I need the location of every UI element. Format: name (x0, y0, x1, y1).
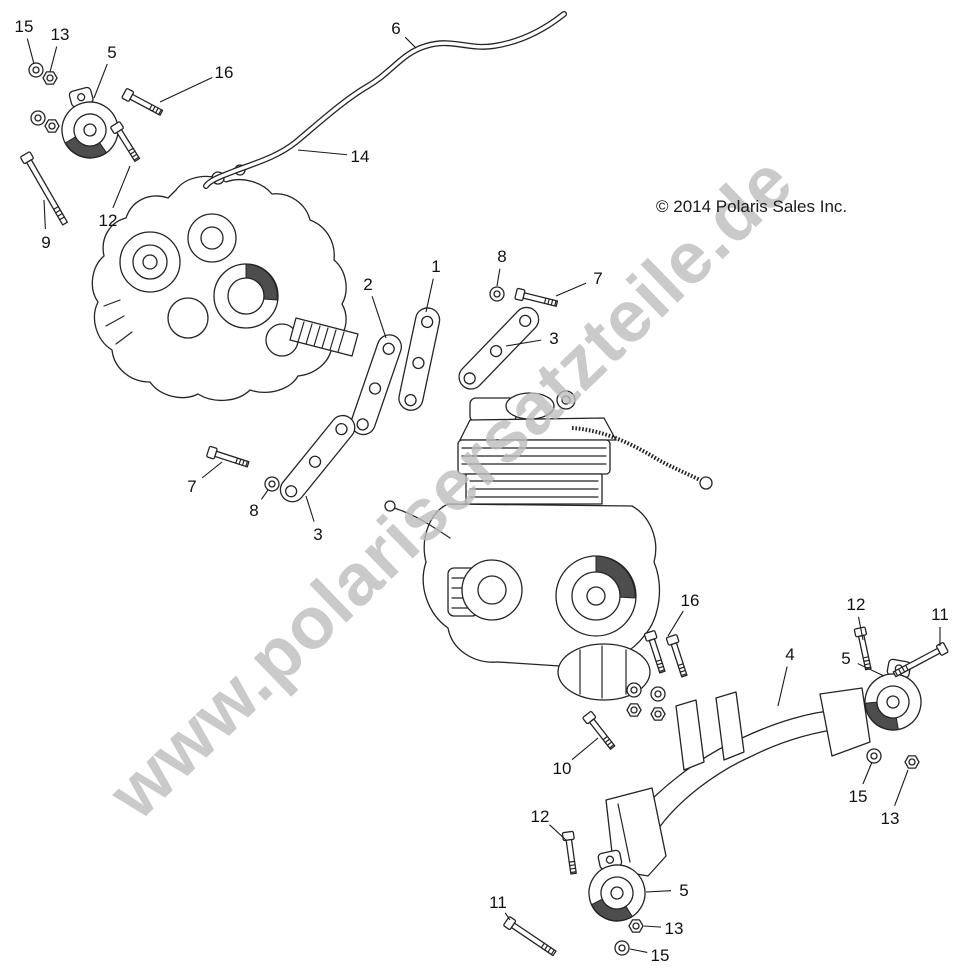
callout-leader-13 (894, 769, 909, 807)
washer (650, 686, 666, 702)
plate-1 (396, 305, 443, 414)
callout-label-12: 12 (531, 807, 550, 826)
callout-leader-14 (297, 149, 348, 156)
callout-leader-2 (371, 296, 387, 339)
washer-15 (30, 110, 46, 126)
callout-label-15: 15 (15, 17, 34, 36)
plate-2 (347, 330, 406, 439)
bolt-12 (853, 626, 875, 671)
callout-leader-12 (112, 165, 131, 209)
copyright-text: © 2014 Polaris Sales Inc. (656, 197, 847, 216)
washer-15 (614, 940, 630, 956)
callout-leader-9 (43, 199, 46, 230)
callout-leader-3 (505, 339, 542, 347)
callout-label-7: 7 (593, 269, 602, 288)
callout-label-13: 13 (665, 919, 684, 938)
callout-label-8: 8 (249, 501, 258, 520)
callout-leader-12 (857, 616, 864, 641)
washer-8 (264, 476, 280, 492)
bolt-11 (502, 915, 559, 959)
callout-label-12: 12 (847, 595, 866, 614)
callout-leader-13 (643, 925, 662, 928)
callout-label-5: 5 (107, 43, 116, 62)
callout-label-15: 15 (849, 787, 868, 806)
nut-13 (904, 755, 920, 769)
callout-label-11: 11 (931, 605, 949, 624)
callout-leader-4 (777, 666, 788, 707)
callout-leader-10 (571, 737, 599, 761)
bolt-10 (581, 710, 618, 752)
nut-13 (628, 919, 644, 933)
engine-art (384, 390, 713, 701)
callout-leader-6 (404, 36, 417, 49)
callout-label-6: 6 (391, 19, 400, 38)
callout-label-14: 14 (351, 147, 370, 166)
callout-leader-5 (93, 63, 108, 99)
callout-label-13: 13 (51, 25, 70, 44)
callout-leader-5 (645, 890, 672, 893)
callout-leader-15 (862, 761, 873, 785)
callout-leader-16 (667, 610, 684, 637)
callout-label-3: 3 (549, 329, 558, 348)
callout-leader-7 (201, 461, 223, 479)
washer-8 (489, 286, 505, 302)
callout-leader-12 (549, 824, 567, 841)
transmission-art (91, 164, 359, 401)
callout-label-1: 1 (431, 257, 440, 276)
callout-label-2: 2 (363, 275, 372, 294)
callout-leader-15 (26, 38, 35, 65)
callout-label-3: 3 (313, 525, 322, 544)
callout-leader-13 (49, 46, 58, 73)
callout-label-5: 5 (679, 881, 688, 900)
callout-leader-8 (261, 489, 269, 500)
bolt-7 (514, 287, 559, 310)
bolt-12 (561, 830, 580, 876)
callout-label-11: 11 (489, 893, 507, 912)
callout-leader-16 (159, 77, 213, 103)
engine-mount-bracket-art (605, 687, 871, 877)
mount-5 (51, 81, 125, 165)
callout-label-16: 16 (215, 63, 234, 82)
callout-label-9: 9 (41, 233, 50, 252)
bolt-16 (665, 633, 691, 679)
callout-label-5: 5 (841, 649, 850, 668)
callout-label-10: 10 (553, 759, 572, 778)
callout-leader-15 (629, 948, 648, 953)
callout-leader-7 (555, 282, 587, 297)
washer (626, 682, 642, 698)
callout-leader-1 (425, 278, 434, 313)
washer-15 (866, 748, 882, 764)
callout-label-7: 7 (187, 477, 196, 496)
callout-leader-5 (857, 663, 885, 677)
callout-layer: 15 13 5 16 6 14 12 9 2 1 8 7 3 7 8 3 16 12 11 4 5 10 15 13 12 11 5… (15, 17, 949, 965)
callout-leader-3 (305, 495, 315, 522)
washer-15 (28, 62, 44, 78)
bolt-16 (121, 87, 165, 119)
vent-hose-art (203, 11, 567, 189)
bolt-7 (205, 445, 251, 471)
callout-label-16: 16 (681, 591, 700, 610)
plate-3 (274, 410, 361, 508)
nut-13 (42, 71, 58, 85)
nut (650, 707, 666, 721)
nut-13 (44, 119, 60, 133)
callout-label-8: 8 (497, 247, 506, 266)
callout-leader-8 (496, 268, 501, 287)
callout-label-4: 4 (785, 645, 794, 664)
callout-leader-11 (504, 912, 511, 921)
callout-label-12: 12 (99, 211, 118, 230)
nut (626, 703, 642, 717)
callout-label-15: 15 (651, 946, 670, 965)
callout-label-13: 13 (881, 809, 900, 828)
